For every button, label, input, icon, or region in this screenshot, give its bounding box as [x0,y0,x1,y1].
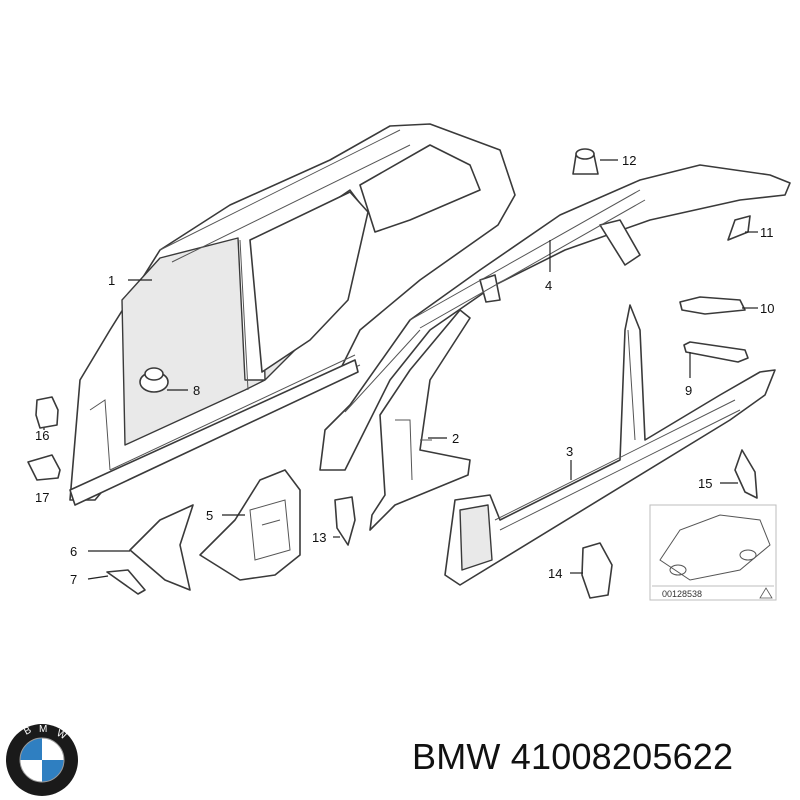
inset-locator: 00128538 [649,504,777,601]
callout-17: 17 [35,490,49,505]
part-8-grommet [139,367,169,393]
logo-letter-b: B [22,725,33,738]
part-9-strip [683,341,749,363]
warning-triangle-icon [759,587,773,599]
inset-wheel-front [669,564,687,576]
callout-8: 8 [193,383,200,398]
logo-inner-rim [19,737,65,783]
callout-4: 4 [545,278,552,293]
logo-letter-m: M [39,724,47,735]
part-10-bracket [679,296,746,315]
part-outer-side-frame [69,123,516,506]
part-caption: BMW 41008205622 [412,736,733,778]
callout-9: 9 [685,383,692,398]
bmw-logo-icon: B M W [6,724,78,796]
logo-quadrant-blue-1 [20,738,42,760]
leader-lines [43,159,758,580]
part-12-plug [572,148,599,175]
part-wheelhouse [199,469,301,581]
callout-3: 3 [566,444,573,459]
part-b-pillar-sill [444,304,776,586]
callout-16: 16 [35,428,49,443]
part-6-bracket [129,504,194,591]
callout-11: 11 [760,225,774,240]
part-11-cap [727,215,751,241]
callout-7: 7 [70,572,77,587]
callout-13: 13 [312,530,326,545]
logo-quadrant-blue-2 [42,760,64,782]
inset-wheel-rear [739,549,757,561]
callout-15: 15 [698,476,712,491]
part-15-panel [734,449,758,499]
part-13-plate [334,496,356,546]
part-7-clip [106,569,146,595]
callout-12: 12 [622,153,636,168]
callout-labels: 1 2 3 4 5 6 7 8 9 10 11 12 13 14 15 16 1… [35,153,774,587]
callout-1: 1 [108,273,115,288]
inset-code: 00128538 [662,589,702,599]
callout-10: 10 [760,301,774,316]
part-14-panel [581,542,613,599]
part-roof-rail [319,164,791,471]
leader-7 [87,575,109,580]
part-16-bracket [35,396,59,429]
callout-2: 2 [452,431,459,446]
brand-name: BMW [412,736,501,777]
callout-5: 5 [206,508,213,523]
inset-car-outline [659,514,771,581]
callout-6: 6 [70,544,77,559]
part-17-bracket [27,454,61,481]
callout-14: 14 [548,566,562,581]
part-number: 41008205622 [510,736,734,777]
